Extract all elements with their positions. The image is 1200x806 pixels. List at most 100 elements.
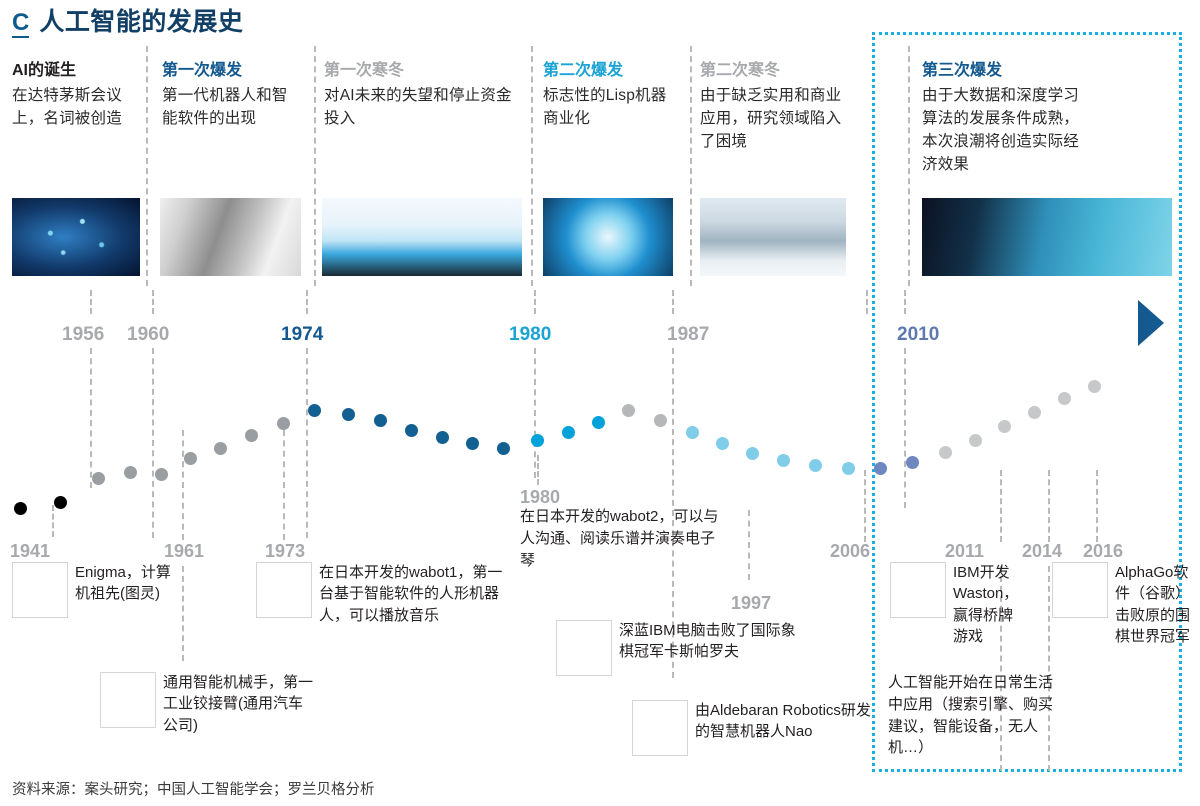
year-tick-1974 <box>306 290 308 314</box>
tick-2011 <box>1000 470 1002 542</box>
phase-title: AI的诞生 <box>12 62 77 79</box>
timeline-dot-29 <box>938 445 952 459</box>
alphago-logo-thumb <box>1052 562 1108 618</box>
column-divider <box>908 46 910 286</box>
tick-1973 <box>283 430 285 540</box>
year-label-2016: 2016 <box>1083 541 1124 561</box>
phase-title: 第二次爆发 <box>543 62 624 79</box>
event-text-1980: 在日本开发的wabot2，可以与人沟通、阅读乐谱并演奏电子琴 <box>520 508 719 569</box>
column-divider <box>531 46 533 286</box>
phase-block-3: 第二次爆发 标志性的Lisp机器商业化 <box>543 60 673 130</box>
column-divider <box>690 46 692 286</box>
phase-desc: 由于缺乏实用和商业应用，研究领域陷入了困境 <box>700 86 842 151</box>
timeline-dot-21 <box>685 425 699 439</box>
tick-2014 <box>1048 470 1050 542</box>
timeline-dot-25 <box>808 458 822 472</box>
industrial-arm-thumb <box>100 672 156 728</box>
event-card-nao[interactable]: 由Aldebaran Robotics研发的智慧机器人Nao <box>632 700 872 756</box>
timeline-dot-5 <box>183 451 197 465</box>
banner-image-cyborg-head-profile <box>922 198 1172 276</box>
phase-desc: 标志性的Lisp机器商业化 <box>543 86 667 127</box>
enigma-machine-thumb <box>12 562 68 618</box>
phase-title: 第一次寒冬 <box>324 62 405 79</box>
section-letter: C <box>12 9 30 38</box>
year-tick-2010 <box>904 290 906 314</box>
timeline-dot-33 <box>1057 391 1071 405</box>
phase-block-5: 第三次爆发 由于大数据和深度学习算法的发展条件成熟，本次浪潮将创造实际经济效果 <box>922 60 1087 177</box>
year-label-1956: 1956 <box>62 324 105 345</box>
timeline-dot-28 <box>905 455 919 469</box>
year-tick-1956 <box>90 290 92 314</box>
timeline-dot-31 <box>997 419 1011 433</box>
tick-1980-lower <box>537 455 539 485</box>
year-label-1973: 1973 <box>265 541 306 561</box>
timeline-dot-26 <box>841 461 855 475</box>
deep-blue-computer-thumb <box>556 620 612 676</box>
phase-title: 第一次爆发 <box>162 62 243 79</box>
year-label-1974: 1974 <box>281 324 324 345</box>
phase-desc: 对AI未来的失望和停止资金投入 <box>324 86 512 127</box>
year-label-1980-lower: 1980 <box>520 487 561 507</box>
timeline-dot-11 <box>373 413 387 427</box>
event-card-1941[interactable]: Enigma，计算机祖先(图灵) <box>12 562 172 618</box>
tick-1941 <box>52 505 54 537</box>
timeline-dot-7 <box>244 428 258 442</box>
year-label-1980: 1980 <box>509 324 552 345</box>
column-divider <box>146 46 148 286</box>
event-text: 在日本开发的wabot1，第一台基于智能软件的人形机器人，可以播放音乐 <box>319 564 503 624</box>
event-card-1961[interactable]: 通用智能机械手，第一工业铰接臂(通用汽车公司) <box>100 672 315 736</box>
timeline-dot-27 <box>873 461 887 475</box>
year-tick-line-1956 <box>90 348 92 488</box>
event-text: 深蓝IBM电脑击败了国际象棋冠军卡斯帕罗夫 <box>619 622 796 661</box>
timeline-dot-18 <box>591 415 605 429</box>
phase-desc: 由于大数据和深度学习算法的发展条件成熟，本次浪潮将创造实际经济效果 <box>922 86 1080 174</box>
timeline-dot-10 <box>341 407 355 421</box>
event-card-2016[interactable]: AlphaGo软件（谷歌）击败原的围棋世界冠军 <box>1052 562 1192 647</box>
wabot1-robot-thumb <box>256 562 312 618</box>
timeline-dot-3 <box>123 465 137 479</box>
year-label-2014: 2014 <box>1022 541 1063 561</box>
highlight-note-text: 人工智能开始在日常生活中应用（搜索引擎、购买建议，智能设备，无人机…） <box>888 674 1054 757</box>
banner-image-humanoid-robot-thinking <box>160 198 301 276</box>
event-text: IBM开发Waston，赢得桥牌游戏 <box>953 564 1019 645</box>
banner-image-snowy-winter-forest <box>700 198 846 276</box>
timeline-dot-14 <box>465 436 479 450</box>
timeline-dot-22 <box>715 436 729 450</box>
year-tick-line-1980 <box>534 348 536 478</box>
banner-image-neural-brain-circuit <box>12 198 140 276</box>
year-tick-1987 <box>672 290 674 314</box>
phase-title: 第三次爆发 <box>922 62 1003 79</box>
year-label-1941: 1941 <box>10 541 51 561</box>
event-card-1973[interactable]: 在日本开发的wabot1，第一台基于智能软件的人形机器人，可以播放音乐 <box>256 562 506 626</box>
timeline-dot-15 <box>496 441 510 455</box>
event-card-2011[interactable]: IBM开发Waston，赢得桥牌游戏 <box>890 562 1018 647</box>
timeline-dot-19 <box>621 403 635 417</box>
tick-1961-lower <box>182 566 184 661</box>
timeline-dot-34 <box>1087 379 1101 393</box>
timeline-dot-12 <box>404 423 418 437</box>
page-header: C 人工智能的发展史 <box>12 2 243 38</box>
event-card-1997[interactable]: 深蓝IBM电脑击败了国际象棋冠军卡斯帕罗夫 <box>556 620 806 676</box>
year-label-2010: 2010 <box>897 324 940 345</box>
tick-2011-lower <box>1000 566 1002 771</box>
event-text: Enigma，计算机祖先(图灵) <box>75 564 171 603</box>
year-label-1997: 1997 <box>731 593 772 613</box>
phase-block-2: 第一次寒冬 对AI未来的失望和停止资金投入 <box>324 60 524 130</box>
event-text: 由Aldebaran Robotics研发的智慧机器人Nao <box>695 702 871 741</box>
timeline-arrow-icon <box>1138 300 1164 346</box>
phase-block-1: 第一次爆发 第一代机器人和智能软件的出现 <box>162 60 302 130</box>
phase-block-0: AI的诞生 在达特茅斯会议上，名词被创造 <box>12 60 140 130</box>
timeline-dot-9 <box>307 403 321 417</box>
timeline-dot-2 <box>91 471 105 485</box>
timeline-dot-wave <box>0 280 1200 530</box>
timeline-dot-0 <box>13 501 27 515</box>
nao-robot-thumb <box>632 700 688 756</box>
tick-1961 <box>182 430 184 540</box>
phase-block-4: 第二次寒冬 由于缺乏实用和商业应用，研究领域陷入了困境 <box>700 60 845 153</box>
timeline-dot-16 <box>530 433 544 447</box>
phase-title: 第二次寒冬 <box>700 62 781 79</box>
event-text: 通用智能机械手，第一工业铰接臂(通用汽车公司) <box>163 674 314 734</box>
year-tick-line-2010 <box>904 348 906 508</box>
timeline-dot-4 <box>154 467 168 481</box>
year-label-2011: 2011 <box>945 541 985 561</box>
